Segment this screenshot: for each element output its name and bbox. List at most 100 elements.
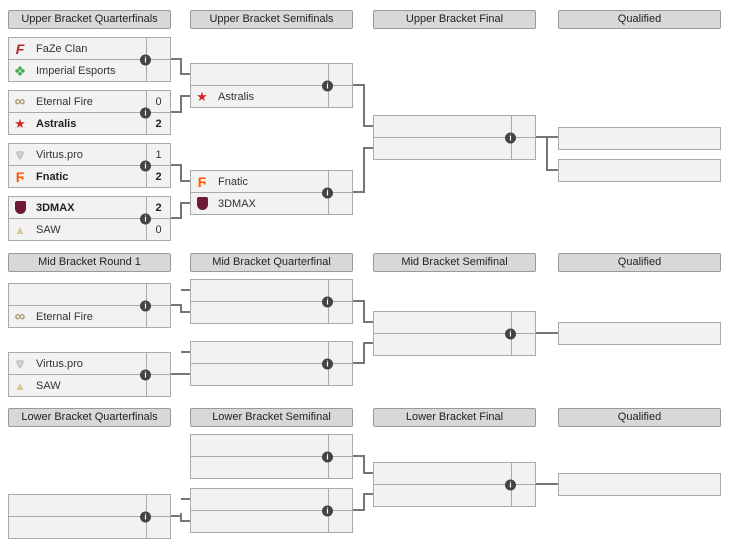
team-name[interactable]: Eternal Fire bbox=[36, 310, 93, 323]
empty-slot-logo-icon bbox=[194, 283, 210, 299]
empty-slot-logo-icon bbox=[194, 492, 210, 508]
match-ub-qf1: FaZe Clan Imperial Esports i bbox=[8, 37, 171, 82]
match-info-icon[interactable]: i bbox=[505, 328, 516, 339]
match-info-icon[interactable]: i bbox=[505, 132, 516, 143]
team-row bbox=[9, 516, 170, 538]
bracket-connector bbox=[180, 304, 182, 313]
eternal-fire-logo-icon[interactable] bbox=[12, 94, 28, 110]
team-row: Virtus.pro 1 bbox=[9, 144, 170, 165]
team-name[interactable]: Virtus.pro bbox=[36, 148, 83, 161]
team-name[interactable]: Astralis bbox=[218, 90, 255, 103]
team-name[interactable]: SAW bbox=[36, 379, 61, 392]
match-info-icon[interactable]: i bbox=[140, 511, 151, 522]
match-info-icon[interactable]: i bbox=[140, 160, 151, 171]
fnatic-logo-icon[interactable] bbox=[194, 174, 210, 190]
header-lower-qualified: Qualified bbox=[558, 408, 721, 427]
threedmax-logo-icon[interactable] bbox=[15, 201, 26, 214]
bracket-connector bbox=[171, 111, 181, 113]
qualified-slot-upper-1 bbox=[558, 127, 721, 150]
score-cell bbox=[511, 463, 535, 484]
bracket-connector bbox=[171, 164, 181, 166]
match-info-icon[interactable]: i bbox=[140, 213, 151, 224]
match-info-icon[interactable]: i bbox=[140, 54, 151, 65]
team-row bbox=[374, 333, 535, 355]
score-cell: 1 bbox=[146, 144, 170, 165]
match-info-icon[interactable]: i bbox=[322, 451, 333, 462]
team-row bbox=[191, 342, 352, 363]
header-upper-quarterfinals: Upper Bracket Quarterfinals bbox=[8, 10, 171, 29]
astralis-logo-icon[interactable] bbox=[12, 116, 28, 132]
team-name[interactable]: Imperial Esports bbox=[36, 64, 116, 77]
team-row: Virtus.pro bbox=[9, 353, 170, 374]
bracket-connector bbox=[180, 95, 190, 97]
imperial-esports-logo-icon[interactable] bbox=[12, 63, 28, 79]
match-info-icon[interactable]: i bbox=[322, 358, 333, 369]
team-name[interactable]: FaZe Clan bbox=[36, 42, 88, 55]
score-cell: 0 bbox=[146, 219, 170, 240]
team-name[interactable]: 3DMAX bbox=[218, 197, 256, 210]
empty-slot-logo-icon bbox=[194, 305, 210, 321]
empty-slot-logo-icon bbox=[194, 367, 210, 383]
team-row: FaZe Clan bbox=[9, 38, 170, 59]
bracket-connector bbox=[353, 455, 364, 457]
match-ub-sf2: Fnatic 3DMAX i bbox=[190, 170, 353, 215]
header-lower-semifinal: Lower Bracket Semifinal bbox=[190, 408, 353, 427]
team-name[interactable]: Virtus.pro bbox=[36, 357, 83, 370]
header-lower-final: Lower Bracket Final bbox=[373, 408, 536, 427]
match-info-icon[interactable]: i bbox=[140, 369, 151, 380]
match-info-icon[interactable]: i bbox=[322, 296, 333, 307]
team-row bbox=[9, 284, 170, 305]
match-info-icon[interactable]: i bbox=[322, 187, 333, 198]
eternal-fire-logo-icon[interactable] bbox=[12, 309, 28, 325]
saw-logo-icon[interactable] bbox=[12, 222, 28, 238]
team-row: SAW 0 bbox=[9, 218, 170, 240]
threedmax-logo-icon[interactable] bbox=[197, 197, 208, 210]
team-row bbox=[374, 463, 535, 484]
virtus-pro-logo-icon[interactable] bbox=[12, 356, 28, 372]
bracket-connector bbox=[180, 180, 190, 182]
team-row: Fnatic 2 bbox=[9, 165, 170, 187]
bracket-connector bbox=[180, 95, 182, 113]
match-info-icon[interactable]: i bbox=[140, 300, 151, 311]
match-info-icon[interactable]: i bbox=[505, 479, 516, 490]
match-info-icon[interactable]: i bbox=[322, 80, 333, 91]
bracket-connector bbox=[363, 472, 373, 474]
score-cell bbox=[146, 306, 170, 327]
fnatic-logo-icon[interactable] bbox=[12, 169, 28, 185]
virtus-pro-logo-icon[interactable] bbox=[12, 147, 28, 163]
bracket-connector bbox=[181, 498, 190, 500]
team-name[interactable]: Fnatic bbox=[218, 175, 248, 188]
team-row bbox=[191, 489, 352, 510]
empty-slot-logo-icon bbox=[12, 287, 28, 303]
header-upper-semifinals: Upper Bracket Semifinals bbox=[190, 10, 353, 29]
team-name[interactable]: SAW bbox=[36, 223, 61, 236]
empty-slot-logo-icon bbox=[194, 67, 210, 83]
match-info-icon[interactable]: i bbox=[140, 107, 151, 118]
team-name[interactable]: Fnatic bbox=[36, 170, 69, 183]
team-name[interactable]: 3DMAX bbox=[36, 201, 75, 214]
header-mid-semifinal: Mid Bracket Semifinal bbox=[373, 253, 536, 272]
match-mb-r1-m1: Eternal Fire i bbox=[8, 283, 171, 328]
bracket-connector bbox=[353, 84, 364, 86]
team-row: SAW bbox=[9, 374, 170, 396]
score-cell bbox=[328, 489, 352, 510]
empty-slot-logo-icon bbox=[377, 337, 393, 353]
bracket-connector bbox=[180, 202, 190, 204]
team-name[interactable]: Eternal Fire bbox=[36, 95, 93, 108]
match-info-icon[interactable]: i bbox=[322, 505, 333, 516]
saw-logo-icon[interactable] bbox=[12, 378, 28, 394]
team-name[interactable]: Astralis bbox=[36, 117, 77, 130]
score-cell bbox=[328, 193, 352, 214]
faze-clan-logo-icon[interactable] bbox=[12, 41, 28, 57]
team-row bbox=[374, 312, 535, 333]
empty-slot-logo-icon bbox=[12, 520, 28, 536]
team-row: 3DMAX bbox=[191, 192, 352, 214]
score-cell bbox=[328, 511, 352, 532]
match-mb-qf2: i bbox=[190, 341, 353, 386]
astralis-logo-icon[interactable] bbox=[194, 89, 210, 105]
match-lb-final: i bbox=[373, 462, 536, 507]
bracket-connector bbox=[180, 73, 190, 75]
match-mb-r1-m2: Virtus.pro SAW i bbox=[8, 352, 171, 397]
match-mb-sf: i bbox=[373, 311, 536, 356]
bracket-connector bbox=[180, 202, 182, 219]
